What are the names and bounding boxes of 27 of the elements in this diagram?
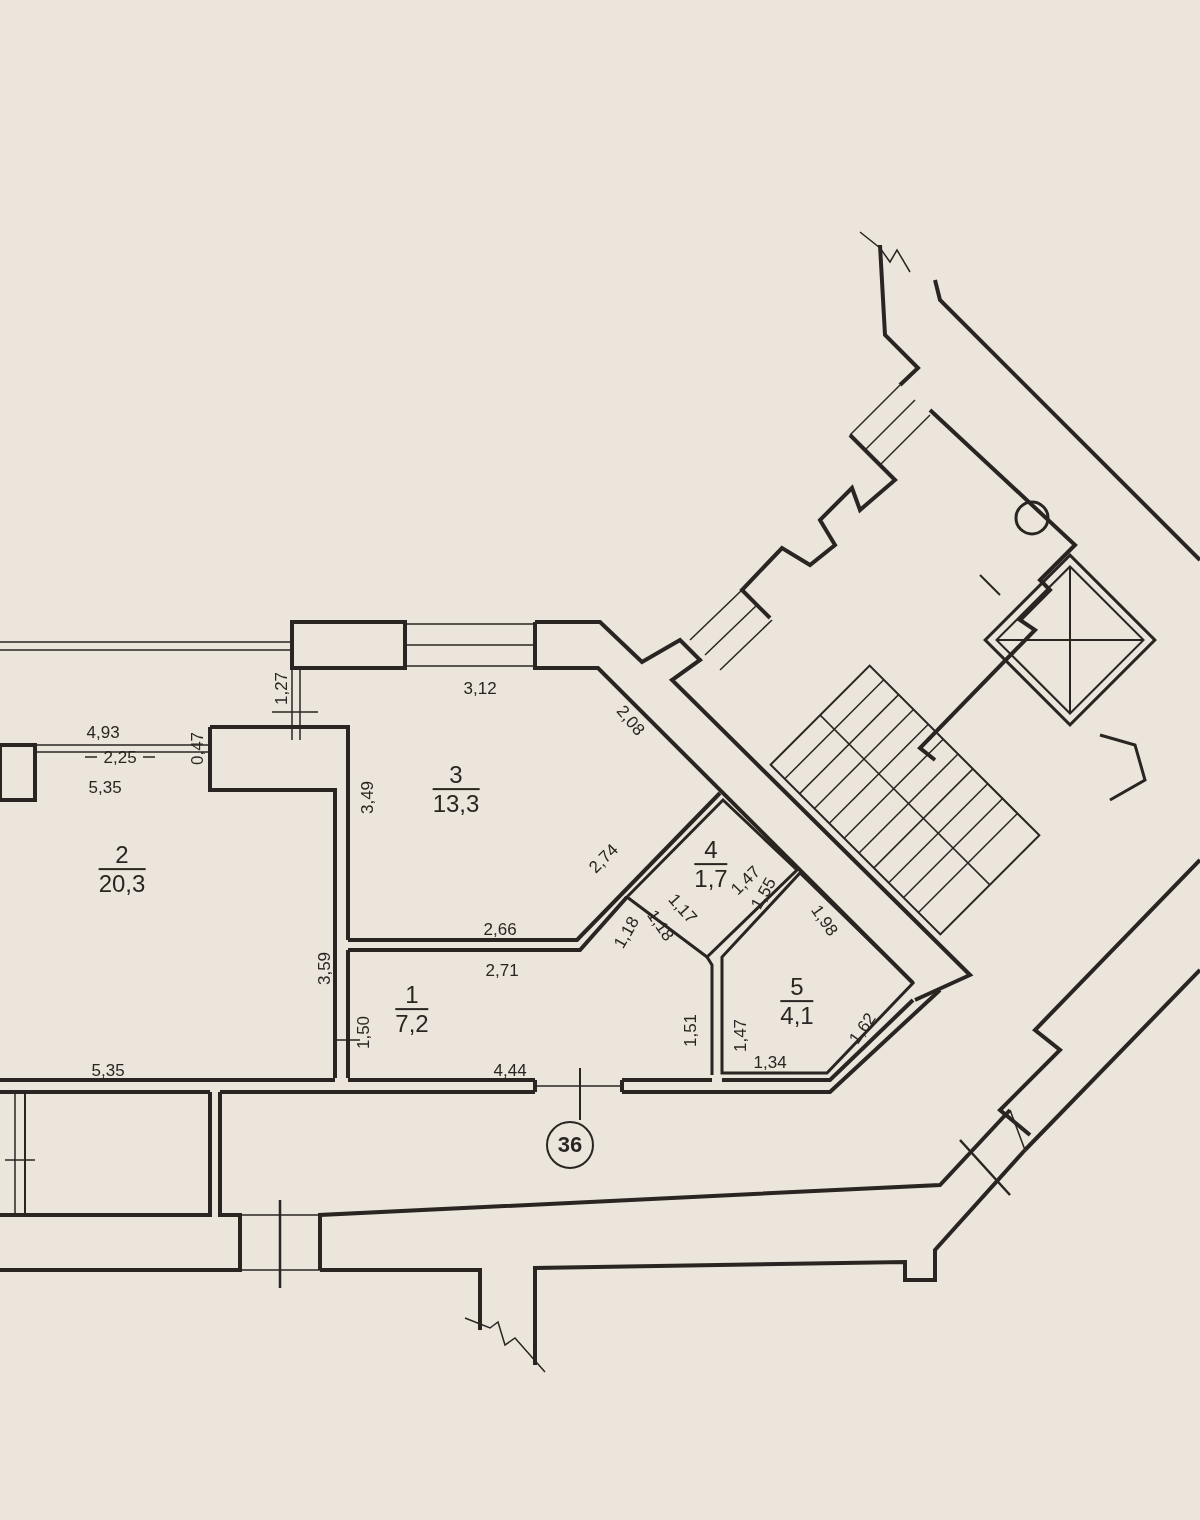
dimension-label: 5,35 — [91, 1061, 125, 1079]
dimension-label: 4,93 — [86, 723, 120, 741]
dimension-label: 1,34 — [753, 1053, 787, 1071]
apartment-number-callout: 36 — [546, 1121, 594, 1169]
room-area: 4,1 — [780, 1000, 814, 1030]
dimension-label: 1,27 — [272, 671, 290, 705]
room-area: 13,3 — [432, 788, 480, 818]
room-number: 4 — [704, 837, 718, 864]
room-area: 1,7 — [694, 863, 728, 893]
dimension-label: 2,66 — [483, 920, 517, 938]
room-number: 3 — [449, 762, 463, 789]
dimension-label: 5,35 — [88, 778, 122, 796]
dimension-label: 2,25 — [103, 748, 137, 766]
dimension-label: 0,47 — [188, 731, 206, 765]
dimension-label: 4,44 — [493, 1061, 527, 1079]
room-area: 20,3 — [98, 868, 146, 898]
room-number: 5 — [790, 974, 804, 1001]
dimension-label: 3,12 — [463, 679, 497, 697]
dimension-label: 2,71 — [485, 961, 519, 979]
dimension-label: 3,59 — [315, 951, 333, 985]
room-number: 1 — [405, 982, 419, 1009]
dimension-label: 1,47 — [731, 1018, 749, 1052]
room-number: 2 — [115, 842, 129, 869]
dimension-label: 1,50 — [354, 1015, 372, 1049]
room-area: 7,2 — [395, 1008, 429, 1038]
dimension-label: 3,49 — [358, 780, 376, 814]
dimension-label: 1,51 — [681, 1013, 699, 1047]
